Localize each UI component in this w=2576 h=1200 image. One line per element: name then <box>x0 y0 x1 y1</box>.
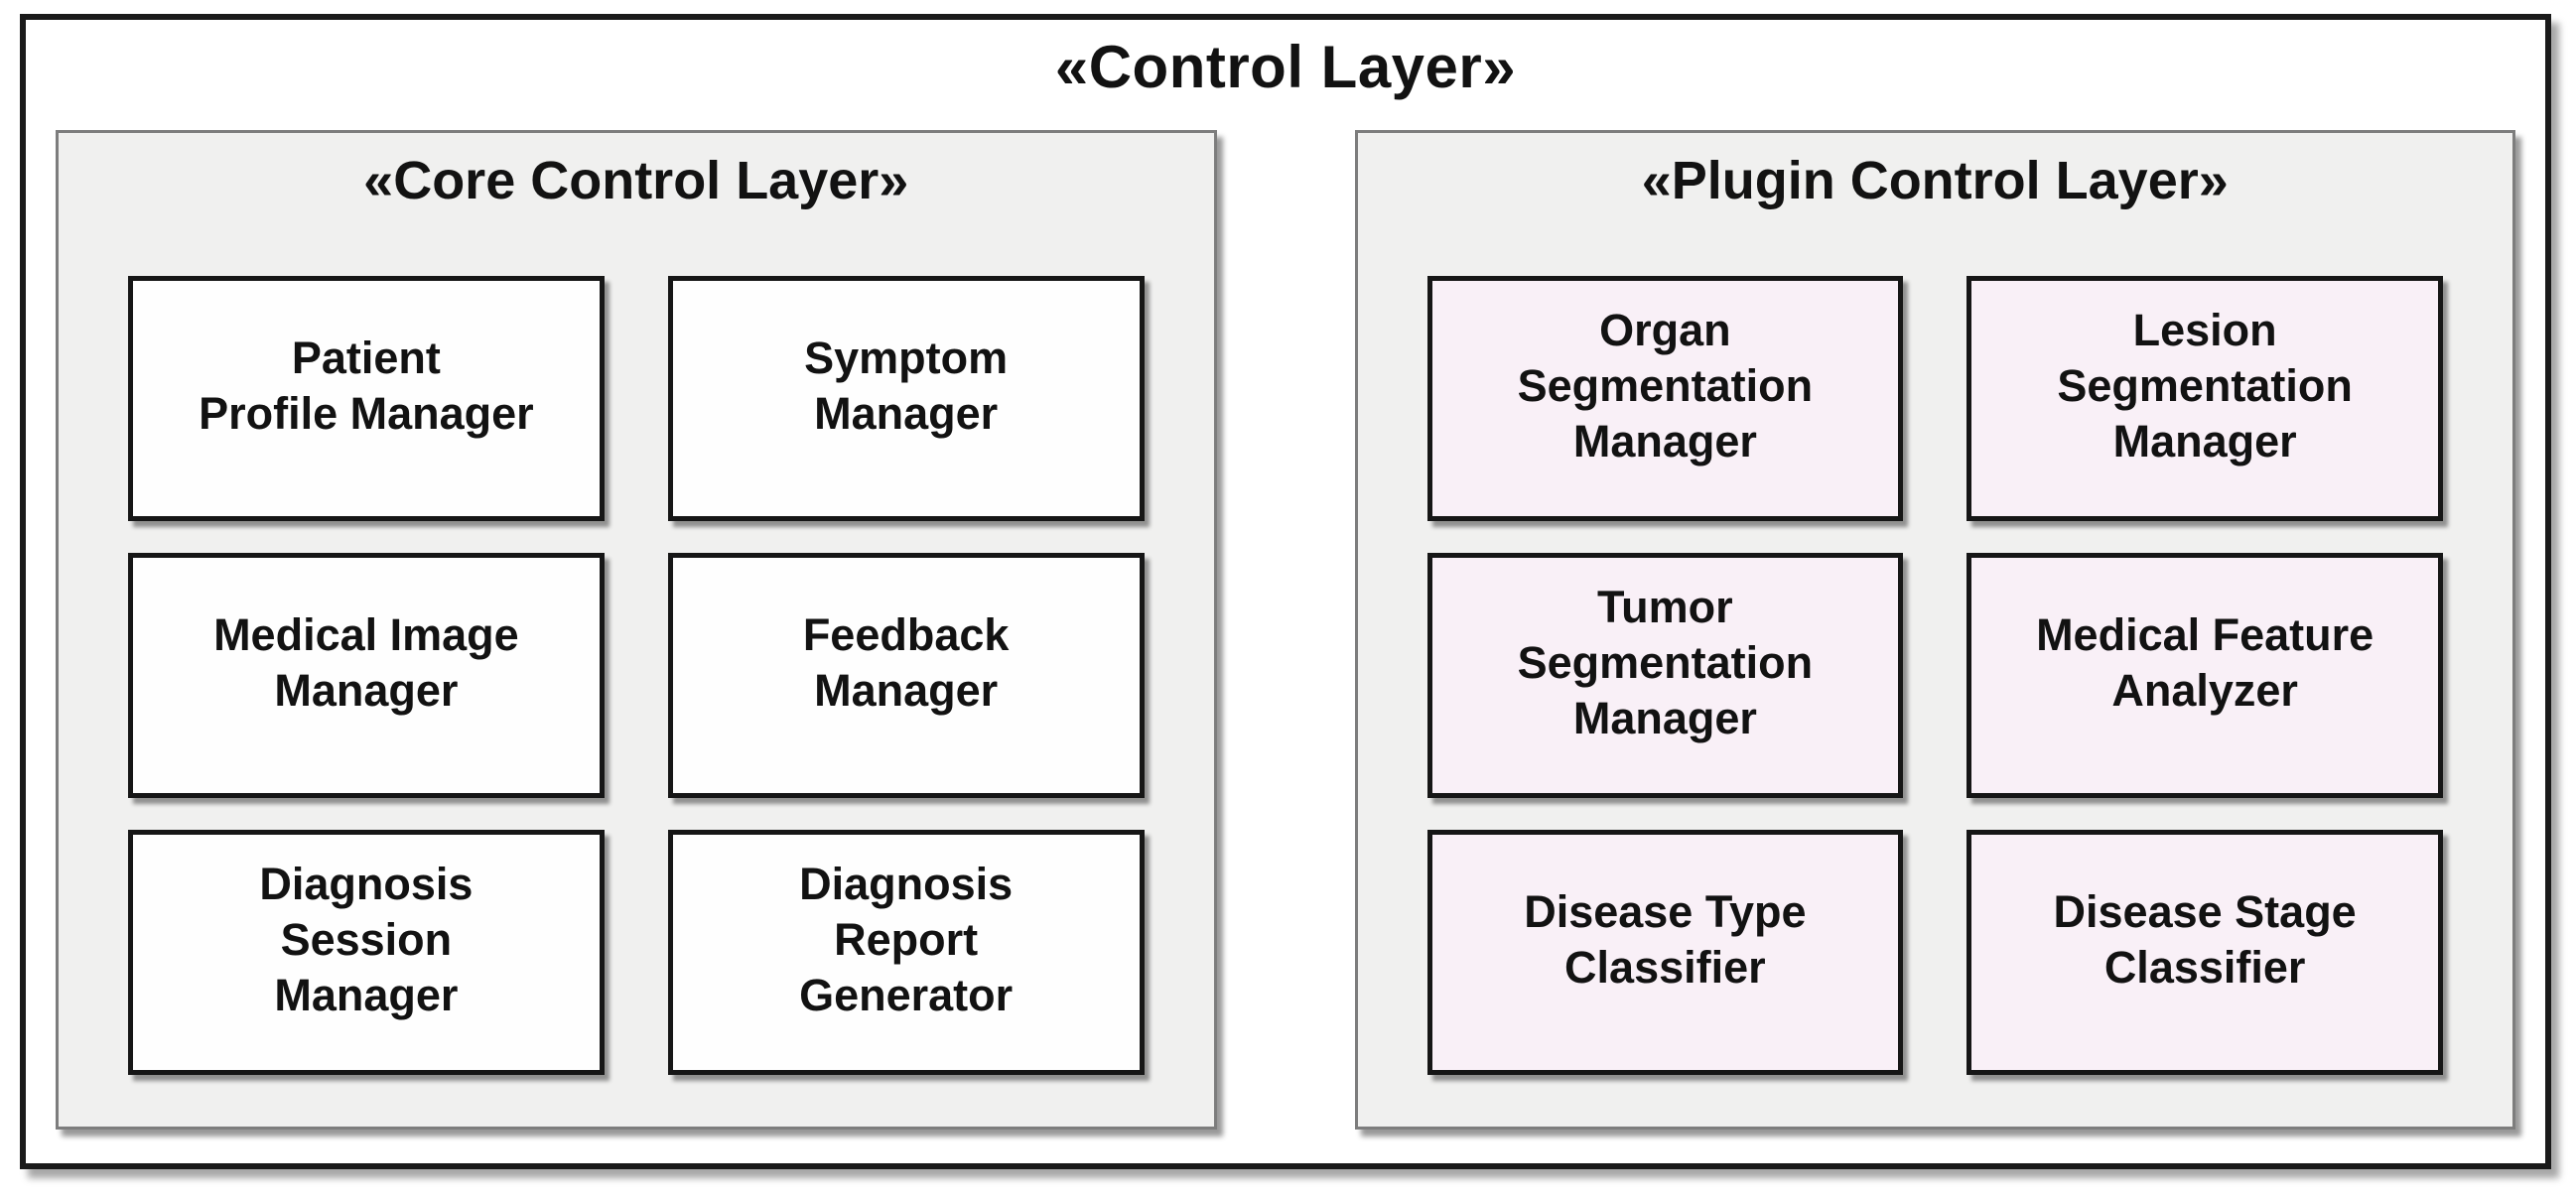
box-disease-stage-classifier: Disease Stage Classifier <box>1966 829 2443 1075</box>
box-medical-feature-analyzer: Medical Feature Analyzer <box>1966 552 2443 798</box>
plugin-component-grid: Organ Segmentation Manager Lesion Segmen… <box>1426 275 2443 1075</box>
box-diagnosis-session-manager: Diagnosis Session Manager <box>128 829 605 1075</box>
core-control-layer-title: «Core Control Layer» <box>363 151 909 210</box>
box-medical-image-manager: Medical Image Manager <box>128 552 605 798</box>
core-control-layer-panel: «Core Control Layer» Patient Profile Man… <box>56 130 1217 1130</box>
box-patient-profile-manager: Patient Profile Manager <box>128 275 605 521</box>
core-component-grid: Patient Profile Manager Symptom Manager … <box>128 275 1145 1075</box>
panels-row: «Core Control Layer» Patient Profile Man… <box>56 130 2515 1130</box>
control-layer-title-text: «Control Layer» <box>1054 34 1517 100</box>
control-layer-container: «Control Layer» «Core Control Layer» Pat… <box>20 14 2551 1169</box>
box-tumor-segmentation-manager: Tumor Segmentation Manager <box>1426 552 1904 798</box>
box-diagnosis-report-generator: Diagnosis Report Generator <box>667 829 1145 1075</box>
box-disease-type-classifier: Disease Type Classifier <box>1426 829 1904 1075</box>
control-layer-title: «Control Layer» <box>56 32 2515 103</box>
box-symptom-manager: Symptom Manager <box>667 275 1145 521</box>
plugin-control-layer-title: «Plugin Control Layer» <box>1641 151 2229 210</box>
box-organ-segmentation-manager: Organ Segmentation Manager <box>1426 275 1904 521</box>
box-feedback-manager: Feedback Manager <box>667 552 1145 798</box>
box-lesion-segmentation-manager: Lesion Segmentation Manager <box>1966 275 2443 521</box>
plugin-control-layer-panel: «Plugin Control Layer» Organ Segmentatio… <box>1354 130 2515 1130</box>
